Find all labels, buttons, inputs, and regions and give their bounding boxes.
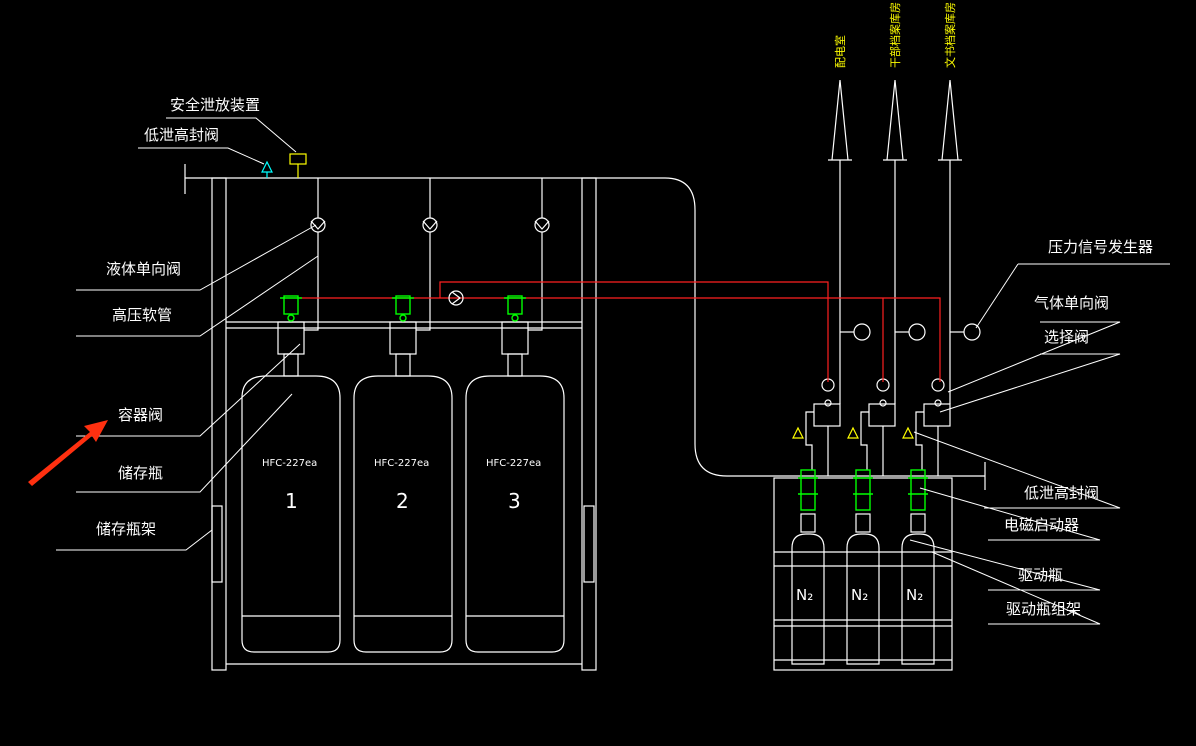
liquid-check-valves [310,217,550,233]
red-pointer-arrow [28,420,108,486]
label-safety-vent: 安全泄放装置 [170,96,260,114]
container-valve-blocks [277,298,543,377]
label-low-leak-valve-right: 低泄高封阀 [1024,484,1099,502]
drive-bottle-1-label: N₂ [796,586,813,604]
pressure-signal-generators [840,323,981,341]
storage-rack [211,177,597,671]
label-storage-rack: 储存瓶架 [96,520,156,538]
label-drive-rack: 驱动瓶组架 [1006,600,1081,618]
label-selector-valve: 选择阀 [1044,328,1089,346]
label-gas-check-valve: 气体单向阀 [1034,294,1109,312]
outlet-pipes [828,79,962,404]
gas-check-valve [448,290,464,306]
tank-3-number: 3 [508,489,521,513]
low-leak-valves [261,160,914,439]
label-pressure-signal: 压力信号发生器 [1048,238,1153,256]
tank-3-agent: HFC-227ea [486,458,541,469]
tank-2-agent: HFC-227ea [374,458,429,469]
outlet-label-3: 文书档案库房 [943,2,957,68]
drive-bottles [791,513,935,665]
label-storage-bottle: 储存瓶 [118,464,163,482]
drive-bottle-3-label: N₂ [906,586,923,604]
outlet-label-2: 干部档案库房 [888,2,902,68]
tank-1-number: 1 [285,489,298,513]
tank-2-number: 2 [396,489,409,513]
tank-1-agent: HFC-227ea [262,458,317,469]
label-solenoid-starter: 电磁启动器 [1004,516,1079,534]
selector-valves [805,378,951,476]
green-valve-heads [280,295,928,511]
labels: 安全泄放装置 低泄高封阀 液体单向阀 高压软管 容器阀 储存瓶 储存瓶架 压力信… [96,2,1153,618]
drive-bottle-2-label: N₂ [851,586,868,604]
label-hp-hose: 高压软管 [112,306,172,324]
leader-lines [56,117,1170,625]
safety-vent-device [289,153,307,178]
label-low-leak-valve-left: 低泄高封阀 [144,126,219,144]
label-container-valve: 容器阀 [118,406,163,424]
manifold-pipe [184,164,986,490]
outlet-label-1: 配电室 [833,35,847,68]
storage-tanks [241,375,565,653]
label-liquid-check-valve: 液体单向阀 [106,260,181,278]
label-drive-bottle: 驱动瓶 [1018,566,1063,584]
